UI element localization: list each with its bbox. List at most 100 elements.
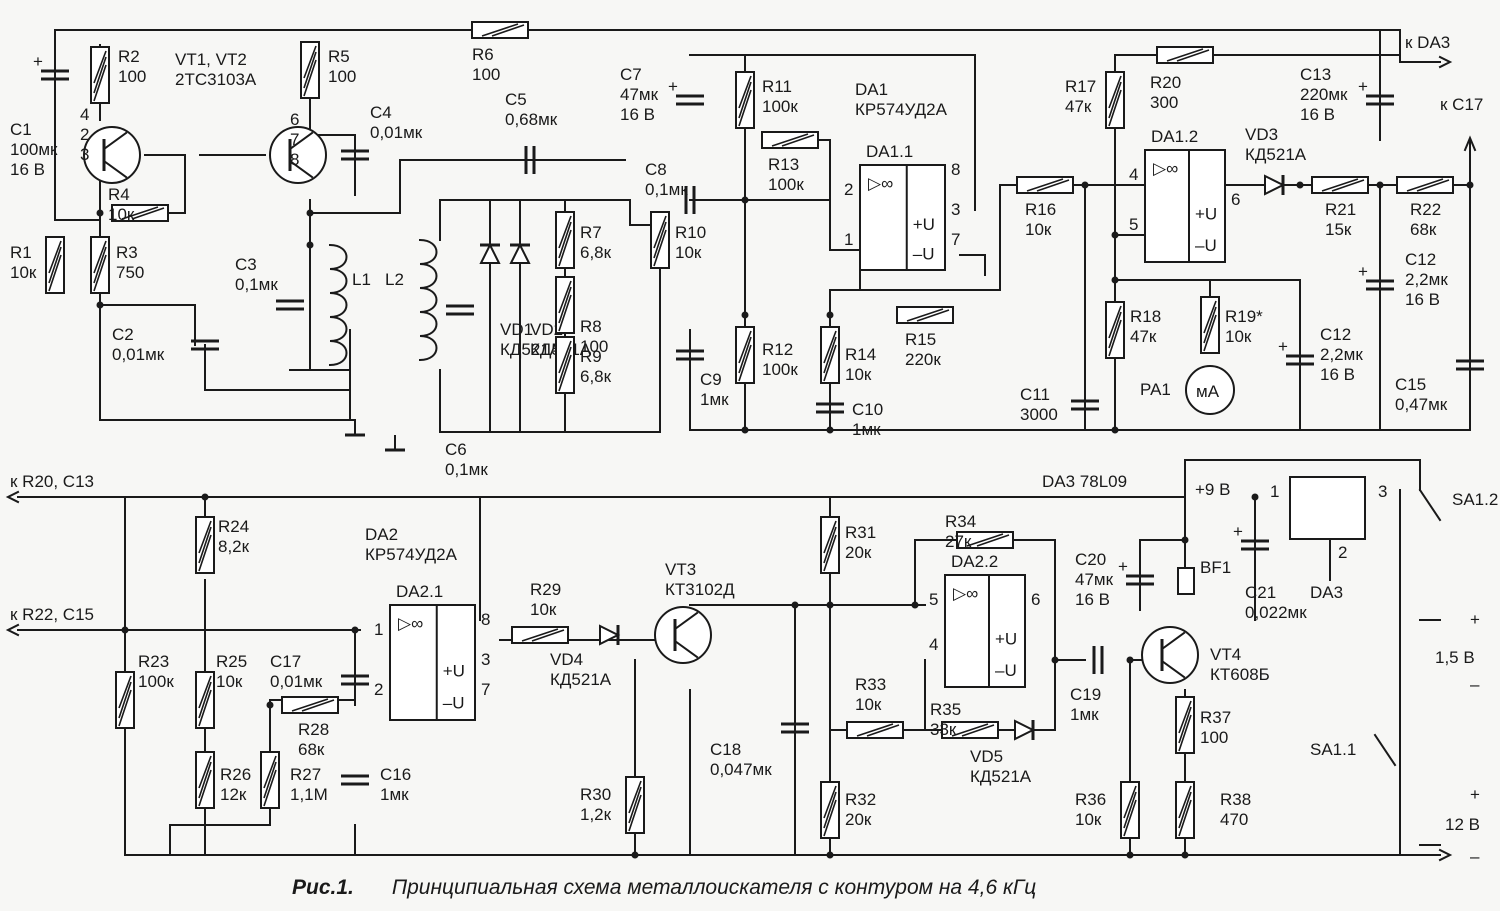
component-label: КД521А bbox=[500, 340, 562, 359]
component-label: R6 bbox=[472, 45, 494, 64]
component-label: 8 bbox=[290, 150, 299, 169]
component-label: R30 bbox=[580, 785, 611, 804]
component-label: R25 bbox=[216, 652, 247, 671]
supply-minus-label: –U bbox=[1195, 236, 1217, 255]
r9-resistor: R96,8к bbox=[555, 336, 612, 394]
component-label: 47к bbox=[1130, 327, 1157, 346]
pin-number: 7 bbox=[951, 230, 960, 249]
component-label: DA2 bbox=[365, 525, 398, 544]
component-label: 2ТС3103А bbox=[175, 70, 257, 89]
component-label: R16 bbox=[1025, 200, 1056, 219]
component-label: 47мк bbox=[1075, 570, 1114, 589]
chip-title: DA1.1 bbox=[866, 142, 913, 161]
component-label: VT3 bbox=[665, 560, 696, 579]
component-label: R27 bbox=[290, 765, 321, 784]
component-label: R26 bbox=[220, 765, 251, 784]
component-label: R32 bbox=[845, 790, 876, 809]
battery-minus-mark: – bbox=[1470, 675, 1480, 694]
junction-dot bbox=[1111, 276, 1119, 284]
component-label: КД521А bbox=[1245, 145, 1307, 164]
component-label: R38 bbox=[1220, 790, 1251, 809]
junction-dot bbox=[1296, 181, 1304, 189]
polarity-mark: + bbox=[1118, 557, 1128, 576]
component-label: R17 bbox=[1065, 77, 1096, 96]
component-label: 100 bbox=[328, 67, 356, 86]
battery-plus-mark: + bbox=[1470, 610, 1480, 629]
component-label: 10к bbox=[1025, 220, 1052, 239]
pin-number: 6 bbox=[1031, 590, 1040, 609]
component-label: C15 bbox=[1395, 375, 1426, 394]
component-label: R10 bbox=[675, 223, 706, 242]
component-label: КД521А bbox=[970, 767, 1032, 786]
component-label: 100 bbox=[472, 65, 500, 84]
polarity-mark: + bbox=[1358, 262, 1368, 281]
component-label: 20к bbox=[845, 810, 872, 829]
component-label: 0,022мк bbox=[1245, 603, 1307, 622]
component-label: R18 bbox=[1130, 307, 1161, 326]
pin-number: 8 bbox=[481, 610, 490, 629]
component-label: 2 bbox=[80, 125, 89, 144]
component-label: VD5 bbox=[970, 747, 1003, 766]
component-label: VT1, VT2 bbox=[175, 50, 247, 69]
component-label: R3 bbox=[116, 243, 138, 262]
component-label: C12 bbox=[1405, 250, 1436, 269]
component-label: 3000 bbox=[1020, 405, 1058, 424]
junction-dot bbox=[96, 209, 104, 217]
junction-dot bbox=[1111, 426, 1119, 434]
junction-dot bbox=[826, 426, 834, 434]
component-label: R33 bbox=[855, 675, 886, 694]
supply-minus-label: –U bbox=[913, 245, 935, 264]
junction-dot bbox=[1081, 181, 1089, 189]
component-label: 100 bbox=[118, 67, 146, 86]
polarity-mark: + bbox=[33, 52, 43, 71]
component-label: 10к bbox=[530, 600, 557, 619]
component-label: 20к bbox=[845, 543, 872, 562]
pin-number: 1 bbox=[374, 620, 383, 639]
component-label: VT4 bbox=[1210, 645, 1241, 664]
component-label: SA1.2 bbox=[1452, 490, 1498, 509]
component-label: 27к bbox=[945, 532, 972, 551]
figure-caption: Рис.1.Принципиальная схема металлоискате… bbox=[292, 876, 1036, 900]
component-label: R37 bbox=[1200, 708, 1231, 727]
r7-resistor: R76,8к bbox=[555, 211, 612, 269]
component-label: R1 bbox=[10, 243, 32, 262]
component-label: 7 bbox=[290, 130, 299, 149]
junction-dot bbox=[741, 196, 749, 204]
component-label: R13 bbox=[768, 155, 799, 174]
component-label: R21 bbox=[1325, 200, 1356, 219]
component-label: R34 bbox=[945, 512, 976, 531]
component-label: 0,47мк bbox=[1395, 395, 1448, 414]
component-label: R31 bbox=[845, 523, 876, 542]
component-label: 10к bbox=[108, 205, 135, 224]
junction-dot bbox=[826, 851, 834, 859]
rail-to-r20-c13: к R20, C13 bbox=[10, 472, 94, 491]
junction-dot bbox=[306, 241, 314, 249]
component-label: C18 bbox=[710, 740, 741, 759]
component-label: R36 bbox=[1075, 790, 1106, 809]
pin-number: 8 bbox=[951, 160, 960, 179]
component-label: R7 bbox=[580, 223, 602, 242]
junction-dot bbox=[631, 851, 639, 859]
